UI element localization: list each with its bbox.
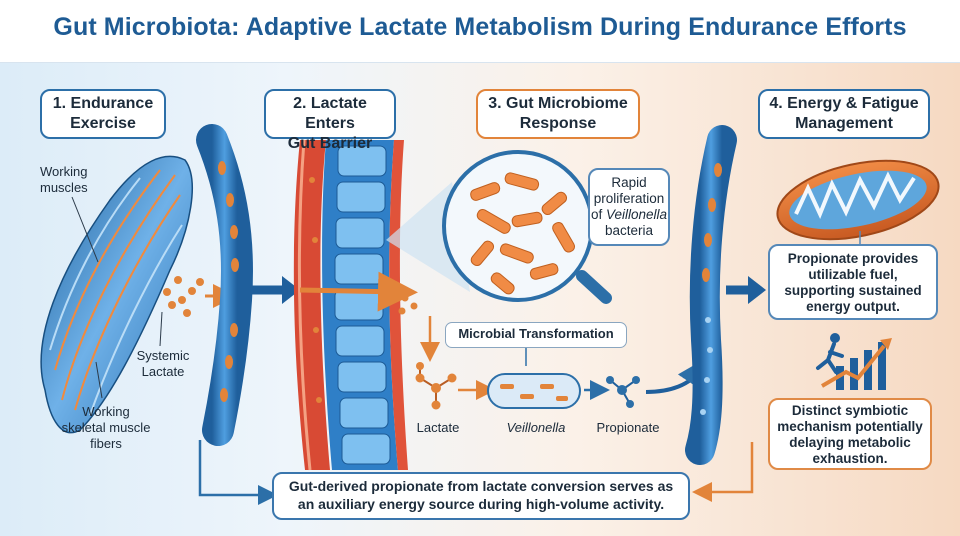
label-lactate: Lactate xyxy=(416,420,460,435)
header-bar xyxy=(0,0,960,63)
step-3-line-1: 3. Gut Microbiome xyxy=(488,95,628,112)
step-3-line-2: Response xyxy=(519,115,597,132)
label-skeletal-fibers: Working skeletal muscle fibers xyxy=(61,404,151,451)
label-propionate: Propionate xyxy=(596,420,660,435)
blood-vessel-icon xyxy=(196,124,253,446)
label-systemic-lactate: Systemic Lactate xyxy=(136,348,190,379)
label-veillonella: Veillonella xyxy=(506,420,566,435)
bacterium-small-icon xyxy=(487,373,581,409)
step-3-box: 3. Gut Microbiome Response xyxy=(476,89,640,139)
gut-wall-icon xyxy=(293,139,408,471)
step-4-line-1: 4. Energy & Fatigue xyxy=(769,95,919,112)
bottom-summary-box: Gut-derived propionate from lactate conv… xyxy=(272,472,690,520)
muscle-icon xyxy=(40,155,193,434)
propionate-molecule-icon xyxy=(606,376,640,408)
step-4-box: 4. Energy & Fatigue Management xyxy=(758,89,930,139)
bacterium-icon xyxy=(470,172,575,295)
callout-propionate-fuel: Propionate provides utilizable fuel, sup… xyxy=(768,244,938,320)
molecule-icon xyxy=(415,362,457,410)
step-2-box: 2. Lactate Enters Gut Barrier xyxy=(264,89,396,152)
step-2-line-2: Gut Barrier xyxy=(287,135,373,152)
magnifier-icon xyxy=(386,150,612,304)
page-title: Gut Microbiota: Adaptive Lactate Metabol… xyxy=(53,13,907,41)
callout-microbial-transformation: Microbial Transformation xyxy=(445,322,627,348)
blood-vessel-2-icon xyxy=(685,125,737,465)
step-1-box: 1. Endurance Exercise xyxy=(40,89,166,139)
callout-symbiotic: Distinct symbiotic mechanism potentially… xyxy=(768,398,932,470)
step-1-line-2: Exercise xyxy=(70,115,136,132)
runner-chart-icon xyxy=(816,333,892,390)
label-working-muscles: Working muscles xyxy=(40,164,88,195)
mitochondrion-icon xyxy=(776,159,940,241)
step-4-line-2: Management xyxy=(795,115,893,132)
lactate-dots-1 xyxy=(163,276,204,317)
step-1-line-1: 1. Endurance xyxy=(52,95,154,112)
callout-proliferation: Rapid proliferation of Veillonella bacte… xyxy=(588,168,670,246)
step-2-line-1: 2. Lactate Enters xyxy=(293,95,367,132)
